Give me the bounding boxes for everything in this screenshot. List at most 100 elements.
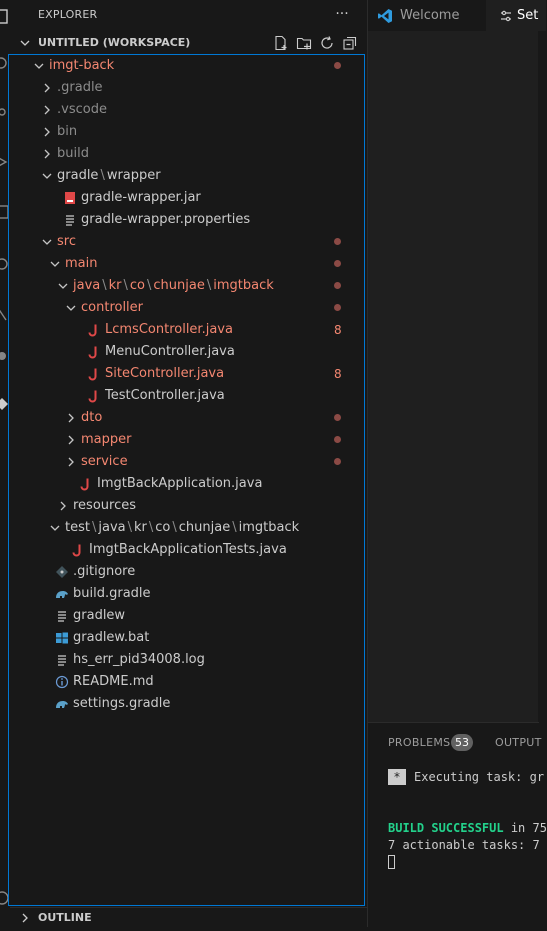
chevron-down-icon bbox=[33, 55, 45, 80]
chevron-down-icon bbox=[49, 253, 61, 278]
chevron-right-icon bbox=[20, 908, 30, 931]
tree-file-row[interactable]: gradlew.bat bbox=[9, 627, 364, 649]
tree-folder-row[interactable]: service bbox=[9, 451, 364, 473]
tab-problems[interactable]: PROBLEMS bbox=[388, 736, 451, 749]
chevron-right-icon bbox=[41, 99, 53, 124]
tree-file-row[interactable]: MenuController.java bbox=[9, 341, 364, 363]
new-file-icon[interactable] bbox=[272, 34, 290, 52]
tree-item-label: dto bbox=[81, 410, 103, 425]
task-text: Executing task: gr bbox=[414, 770, 545, 784]
tree-folder-row[interactable]: mapper bbox=[9, 429, 364, 451]
vscode-logo-icon bbox=[378, 9, 392, 23]
modified-dot-icon bbox=[334, 458, 341, 465]
build-time: in 75 bbox=[503, 821, 547, 835]
java-file-icon bbox=[87, 345, 101, 359]
tree-folder-row[interactable]: gradle\wrapper bbox=[9, 165, 364, 187]
tree-folder-row[interactable]: src bbox=[9, 231, 364, 253]
editor-tab-bar: Welcome Set bbox=[368, 0, 546, 31]
path-separator: \ bbox=[102, 278, 107, 293]
tree-folder-row[interactable]: controller bbox=[9, 297, 364, 319]
tree-folder-row[interactable]: test\java\kr\co\chunjae\imgtback bbox=[9, 517, 364, 539]
lines-file-icon bbox=[55, 609, 69, 623]
tree-folder-row[interactable]: resources bbox=[9, 495, 364, 517]
tree-folder-row[interactable]: build bbox=[9, 143, 364, 165]
tree-file-row[interactable]: gradlew bbox=[9, 605, 364, 627]
new-folder-icon[interactable] bbox=[295, 34, 313, 52]
tree-item-label: ImgtBackApplication.java bbox=[97, 476, 263, 491]
java-file-icon bbox=[71, 543, 85, 557]
tree-file-row[interactable]: SiteController.java 8 bbox=[9, 363, 364, 385]
tree-folder-row[interactable]: dto bbox=[9, 407, 364, 429]
tree-item-label: src bbox=[57, 234, 76, 249]
refresh-icon[interactable] bbox=[318, 34, 336, 52]
java-projects-icon[interactable] bbox=[0, 396, 10, 412]
tree-file-row[interactable]: hs_err_pid34008.log bbox=[9, 649, 364, 671]
tree-folder-row[interactable]: java\kr\co\chunjae\imgtback bbox=[9, 275, 364, 297]
tree-folder-row[interactable]: .vscode bbox=[9, 99, 364, 121]
testing-icon[interactable] bbox=[0, 306, 10, 322]
run-debug-icon[interactable] bbox=[0, 154, 10, 170]
tree-folder-row[interactable]: .gradle bbox=[9, 77, 364, 99]
outline-section-header[interactable]: OUTLINE bbox=[10, 907, 367, 928]
tree-file-row[interactable]: gradle-wrapper.properties bbox=[9, 209, 364, 231]
tree-item-label: .vscode bbox=[57, 102, 107, 117]
gradle-activity-icon[interactable] bbox=[0, 348, 10, 364]
tree-file-row[interactable]: ImgtBackApplicationTests.java bbox=[9, 539, 364, 561]
path-segment: gradle bbox=[57, 168, 99, 183]
tree-item-label: resources bbox=[73, 498, 137, 513]
files-icon[interactable] bbox=[0, 8, 10, 24]
path-segment: java bbox=[73, 278, 101, 293]
collapse-all-icon[interactable] bbox=[341, 34, 359, 52]
chevron-right-icon bbox=[65, 429, 77, 454]
tree-file-row[interactable]: .gitignore bbox=[9, 561, 364, 583]
chevron-down-icon bbox=[65, 297, 77, 322]
path-segment: wrapper bbox=[106, 168, 161, 183]
chevron-down-icon bbox=[57, 275, 69, 300]
chevron-down-icon bbox=[49, 517, 61, 542]
problem-count-badge: 8 bbox=[334, 323, 342, 337]
more-actions-button[interactable]: ··· bbox=[335, 6, 349, 22]
search-icon[interactable] bbox=[0, 56, 10, 72]
terminal-actionable-line: 7 actionable tasks: 7 bbox=[388, 838, 540, 852]
tree-item-label: service bbox=[81, 454, 128, 469]
tree-item-label: gradlew bbox=[73, 608, 126, 623]
tab-output[interactable]: OUTPUT bbox=[495, 736, 542, 749]
tab-settings[interactable]: Set bbox=[486, 0, 546, 31]
tree-folder-row[interactable]: bin bbox=[9, 121, 364, 143]
tree-item-label: SiteController.java bbox=[105, 366, 225, 381]
tab-welcome[interactable]: Welcome bbox=[368, 0, 487, 31]
tree-item-label: settings.gradle bbox=[73, 696, 171, 711]
tree-file-row[interactable]: gradle-wrapper.jar bbox=[9, 187, 364, 209]
editor-area: Welcome Set PROBLEMS 53 OUTPUT *Executin… bbox=[367, 0, 547, 928]
remote-explorer-icon[interactable] bbox=[0, 256, 10, 272]
path-segment: kr bbox=[108, 278, 122, 293]
explorer-title: EXPLORER bbox=[38, 8, 98, 21]
chevron-right-icon bbox=[57, 495, 69, 520]
workspace-header[interactable]: UNTITLED (WORKSPACE) bbox=[10, 32, 367, 54]
tree-item-label: .gradle bbox=[57, 80, 103, 95]
source-control-icon[interactable] bbox=[0, 104, 10, 120]
tree-folder-row[interactable]: imgt-back bbox=[9, 55, 364, 77]
path-separator: \ bbox=[127, 520, 132, 535]
chevron-right-icon bbox=[41, 77, 53, 102]
tree-file-row[interactable]: README.md bbox=[9, 671, 364, 693]
tree-file-row[interactable]: TestController.java bbox=[9, 385, 364, 407]
tree-file-row[interactable]: build.gradle bbox=[9, 583, 364, 605]
problem-count-badge: 8 bbox=[334, 367, 342, 381]
java-file-icon bbox=[87, 323, 101, 337]
tree-file-row[interactable]: settings.gradle bbox=[9, 693, 364, 715]
tree-item-label: test\java\kr\co\chunjae\imgtback bbox=[65, 517, 299, 539]
settings-sliders-icon bbox=[501, 10, 511, 22]
chevron-down-icon bbox=[20, 32, 34, 57]
tree-item-label: gradle-wrapper.jar bbox=[81, 190, 201, 205]
tree-item-label: MenuController.java bbox=[105, 344, 235, 359]
tree-item-label: gradle-wrapper.properties bbox=[81, 212, 251, 227]
tree-file-row[interactable]: ImgtBackApplication.java bbox=[9, 473, 364, 495]
terminal-cursor[interactable] bbox=[388, 855, 395, 869]
path-separator: \ bbox=[91, 520, 97, 535]
path-segment: test bbox=[65, 520, 90, 535]
tree-folder-row[interactable]: main bbox=[9, 253, 364, 275]
java-file-icon bbox=[87, 367, 101, 381]
tree-item-label: main bbox=[65, 256, 98, 271]
